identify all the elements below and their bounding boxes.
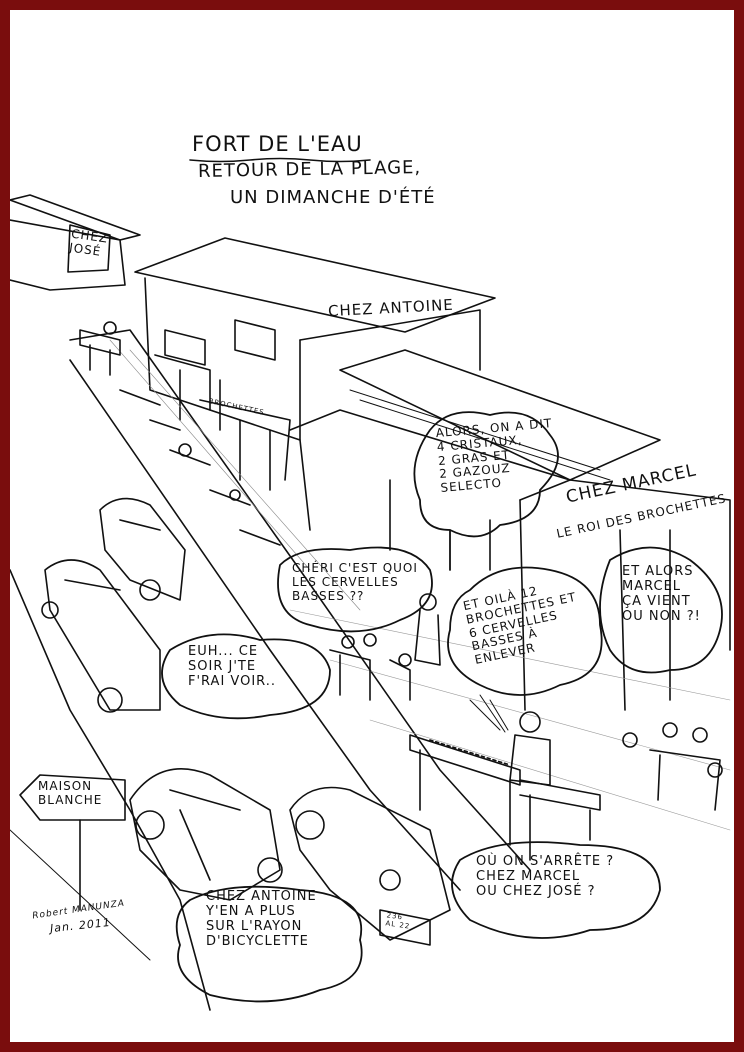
bubble-cheri (277, 546, 433, 633)
chez-marcel-building (289, 349, 731, 711)
bubble-et-alors-text: ET ALORS MARCEL ÇA VIENT OU NON ?! (622, 564, 701, 624)
chez-jose-building (10, 194, 141, 291)
bubble-ou-on-text: OÙ ON S'ARRÊTE ? CHEZ MARCEL OU CHEZ JOS… (476, 854, 615, 899)
illustration: FORT DE L'EAU RETOUR DE LA PLAGE, UN DIM… (10, 10, 734, 1042)
bubble-cheri-text: CHÉRI C'EST QUOI LES CERVELLES BASSES ?? (292, 561, 418, 603)
bubble-euh (161, 633, 331, 720)
chez-antoine-building (134, 237, 496, 491)
car-parked-middle (41, 559, 161, 713)
title-underline (189, 157, 371, 163)
bubble-euh-text: EUH... CE SOIR J'TE F'RAI VOIR.. (188, 644, 276, 689)
bubble-voila (447, 566, 603, 696)
license-plate-frame (379, 909, 431, 946)
bubble-chez-antoine (175, 885, 363, 1003)
title-main: FORT DE L'EAU (192, 132, 363, 156)
car-parked-top (99, 497, 186, 601)
speech-bubbles (161, 411, 723, 1003)
bubble-et-alors (599, 546, 723, 674)
bubble-alors (413, 411, 559, 538)
bubble-chez-antoine-text: CHEZ ANTOINE Y'EN A PLUS SUR L'RAYON D'B… (206, 889, 317, 949)
grill-cook (409, 694, 601, 861)
car-bottom-left (129, 768, 283, 901)
sign-maison-blanche: MAISON BLANCHE (38, 779, 103, 807)
maison-blanche-sign (19, 774, 126, 911)
bubble-alors-text: ALORS, ON A DIT 4 CRISTAUX, 2 GRAS ET 2 … (435, 416, 553, 496)
ink-drawing (10, 157, 731, 1011)
car-bottom-right (289, 786, 451, 946)
title-subtitle-2: UN DIMANCHE D'ÉTÉ (230, 187, 436, 208)
title-subtitle-1: RETOUR DE LA PLAGE, (197, 157, 422, 182)
bubble-ou-on (451, 841, 661, 939)
terrace-tables (79, 321, 723, 811)
license-plate: 236 AL 22 (385, 911, 411, 931)
sign-chez-jose: CHEZ JOSÉ (68, 226, 110, 259)
